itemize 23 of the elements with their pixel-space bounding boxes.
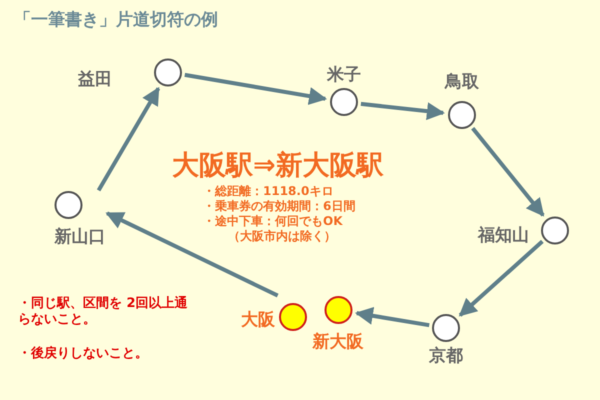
diagram-title: 「一筆書き」片道切符の例	[14, 9, 218, 31]
arrow	[458, 240, 544, 317]
rule-note: ・後戻りしないこと。	[18, 346, 149, 362]
rule-note: ・同じ駅、区間を 2回以上通らないこと。	[18, 296, 189, 328]
station-name: 益田	[78, 68, 112, 90]
arrow	[354, 306, 430, 328]
station-name: 米子	[327, 64, 361, 86]
station-name: 福知山	[478, 224, 529, 246]
station-name: 新山口	[54, 226, 106, 248]
station-name: 京都	[429, 345, 463, 367]
ticket-info: ・乗車券の有効期間：6日間	[203, 199, 356, 214]
arrow	[184, 72, 328, 105]
ticket-info: （大阪市内は除く）	[228, 229, 336, 244]
arrow	[471, 126, 545, 217]
ticket-info: ・途中下車：何回でもOK	[203, 214, 342, 229]
arrow	[106, 211, 279, 298]
arrow	[360, 102, 445, 120]
route-heading: 大阪駅⇒新大阪駅	[172, 149, 384, 183]
arrow	[96, 86, 160, 192]
station-name: 鳥取	[445, 71, 479, 93]
station-name: 新大阪	[312, 331, 364, 353]
station-name: 大阪	[241, 309, 275, 331]
ticket-info: ・総距離：1118.0キロ	[203, 184, 334, 199]
